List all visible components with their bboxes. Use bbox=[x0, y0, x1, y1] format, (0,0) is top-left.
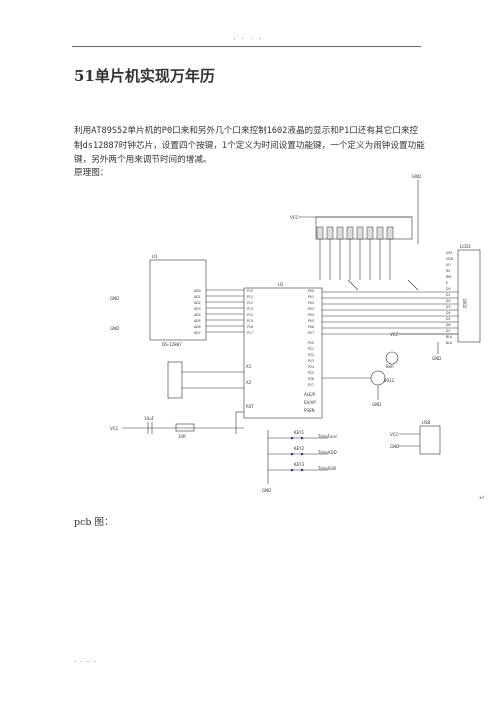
vcc-top: VCC bbox=[290, 215, 299, 220]
svg-text:P26: P26 bbox=[308, 377, 314, 381]
vcc-lcd: VCC bbox=[390, 332, 399, 337]
gnd-left2: GND bbox=[110, 326, 119, 331]
rtc-chip bbox=[149, 259, 207, 341]
ale-label: ALE/P bbox=[304, 392, 316, 397]
svg-text:P15: P15 bbox=[247, 319, 253, 323]
vcc-left: VCC bbox=[110, 426, 119, 431]
svg-text:AD4: AD4 bbox=[194, 313, 201, 317]
svg-text:AD2: AD2 bbox=[194, 301, 201, 305]
psen-label: PSEN bbox=[304, 408, 314, 413]
svg-text:D4: D4 bbox=[446, 311, 450, 315]
svg-text:VO: VO bbox=[446, 263, 451, 267]
x2-label: X2 bbox=[246, 380, 252, 385]
timefunc-label: TimeFunc bbox=[317, 434, 337, 439]
svg-text:D5: D5 bbox=[446, 317, 450, 321]
svg-text:AD0: AD0 bbox=[194, 289, 201, 293]
svg-text:P02: P02 bbox=[308, 301, 314, 305]
svg-text:P06: P06 bbox=[308, 325, 314, 329]
gnd-left: GND bbox=[110, 296, 119, 301]
timeadd-label: TimeADD bbox=[317, 450, 337, 455]
gnd-lcd: GND bbox=[432, 356, 441, 361]
gnd-bottom: GND bbox=[262, 488, 271, 493]
rtc-name: DS-12887 bbox=[162, 342, 182, 347]
document-title: 51单片机实现万年历 bbox=[74, 67, 215, 85]
svg-text:RS: RS bbox=[446, 269, 450, 273]
svg-text:P22: P22 bbox=[308, 353, 314, 357]
svg-text:P20: P20 bbox=[308, 341, 314, 345]
svg-text:P11: P11 bbox=[247, 295, 253, 299]
lcd-ref: LCD1 bbox=[460, 244, 471, 249]
mcu-chip bbox=[243, 287, 323, 419]
svg-text:AD3: AD3 bbox=[194, 307, 201, 311]
gnd-q: GND bbox=[372, 402, 381, 407]
svg-text:P21: P21 bbox=[308, 347, 314, 351]
svg-text:VDD: VDD bbox=[446, 257, 454, 261]
gnd-usb: GND bbox=[390, 444, 399, 449]
svg-text:D1: D1 bbox=[446, 293, 450, 297]
svg-text:D2: D2 bbox=[446, 299, 450, 303]
svg-text:D6: D6 bbox=[446, 323, 450, 327]
svg-text:AD6: AD6 bbox=[194, 325, 201, 329]
svg-text:P10: P10 bbox=[247, 289, 253, 293]
pcb-caption: pcb 图： bbox=[74, 517, 114, 528]
intro-paragraph: 利用AT89S52单片机的P0口来和另外几个口来控制1602液晶的显示和P1口还… bbox=[74, 126, 425, 165]
q-label: 9012 bbox=[384, 378, 395, 383]
svg-text:P23: P23 bbox=[308, 359, 314, 363]
res-label: 10K bbox=[178, 434, 186, 439]
header-dots: . . . . bbox=[233, 33, 263, 41]
timesub-label: TimeSUB bbox=[317, 466, 336, 471]
ea-label: EA/VP bbox=[304, 400, 316, 405]
svg-text:VSS: VSS bbox=[446, 251, 452, 255]
cap-label: 10uF bbox=[144, 416, 155, 421]
svg-text:AD5: AD5 bbox=[194, 319, 201, 323]
svg-text:P05: P05 bbox=[308, 319, 314, 323]
x1-label: X1 bbox=[246, 364, 252, 369]
header-rule bbox=[72, 46, 421, 47]
gnd-top: GND bbox=[412, 174, 421, 179]
svg-text:P14: P14 bbox=[247, 313, 253, 317]
key2-label: KEY2 bbox=[294, 446, 305, 451]
svg-text:P17: P17 bbox=[247, 331, 253, 335]
lcd-connector bbox=[457, 249, 481, 343]
rtc-ref: U1 bbox=[152, 254, 158, 259]
svg-text:P13: P13 bbox=[247, 307, 253, 311]
svg-text:AD1: AD1 bbox=[194, 295, 201, 299]
svg-text:RW: RW bbox=[446, 275, 452, 279]
key3-label: KEY3 bbox=[294, 462, 305, 467]
svg-text:P03: P03 bbox=[308, 307, 314, 311]
svg-text:BLK: BLK bbox=[446, 341, 453, 345]
usb-ref: USB bbox=[422, 420, 430, 425]
svg-text:P01: P01 bbox=[308, 295, 314, 299]
svg-text:P12: P12 bbox=[247, 301, 253, 305]
svg-text:P27: P27 bbox=[308, 383, 314, 387]
schematic-caption: 原理图： bbox=[74, 168, 109, 178]
svg-text:P24: P24 bbox=[308, 365, 314, 369]
svg-text:P04: P04 bbox=[308, 313, 314, 317]
return-mark: ↵ bbox=[479, 494, 485, 502]
svg-text:D7: D7 bbox=[446, 329, 450, 333]
svg-text:P25: P25 bbox=[308, 371, 314, 375]
schematic-diagram: U1 DS-12887 U2 LCD1 1602 GND VCC GND GND… bbox=[110, 174, 481, 493]
svg-text:AD7: AD7 bbox=[194, 331, 201, 335]
svg-text:P00: P00 bbox=[308, 289, 314, 293]
svg-text:P16: P16 bbox=[247, 325, 253, 329]
svg-text:P07: P07 bbox=[308, 331, 314, 335]
svg-text:BLA: BLA bbox=[446, 335, 453, 339]
vcc-usb: VCC bbox=[390, 432, 399, 437]
key1-label: KEY1 bbox=[294, 430, 305, 435]
mcu-ref: U2 bbox=[278, 282, 284, 287]
bell-label: Bell bbox=[386, 364, 393, 369]
lcd-name: 1602 bbox=[462, 298, 467, 309]
svg-text:D3: D3 bbox=[446, 305, 450, 309]
svg-text:D0: D0 bbox=[446, 287, 450, 291]
footer-dots: . . . . bbox=[74, 656, 97, 664]
svg-text:E: E bbox=[446, 281, 448, 285]
rst-label: RST bbox=[246, 404, 254, 409]
